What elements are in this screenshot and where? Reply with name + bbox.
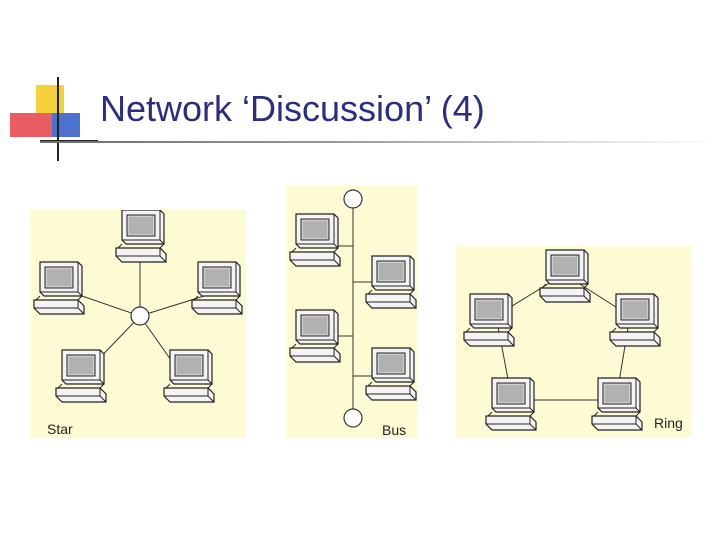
computer-icon — [55, 349, 107, 403]
computer-icon — [609, 293, 661, 347]
bus-terminator-icon — [343, 189, 363, 209]
logo-yellow-square — [36, 85, 64, 113]
ring-topology-panel: Ring — [456, 246, 692, 438]
hub-icon — [130, 306, 150, 326]
computer-icon — [289, 309, 341, 363]
computer-icon — [591, 377, 643, 431]
star-topology-panel: Star — [30, 210, 246, 438]
ring-diagram: Ring — [463, 249, 683, 431]
logo-red-square — [10, 113, 52, 137]
bus-diagram: Bus — [289, 189, 417, 438]
computer-icon — [365, 347, 417, 401]
computer-icon — [115, 210, 167, 263]
star-caption: Star — [47, 421, 73, 437]
computer-icon — [33, 261, 85, 315]
computer-icon — [191, 261, 243, 315]
bus-terminator-icon — [343, 408, 363, 428]
logo-mark — [10, 77, 98, 161]
star-links — [81, 258, 205, 371]
bus-caption: Bus — [382, 422, 406, 438]
bus-topology-panel: Bus — [286, 186, 418, 438]
ring-caption: Ring — [654, 415, 683, 431]
computer-icon — [365, 255, 417, 309]
page-title: Network ‘Discussion’ (4) — [100, 88, 485, 129]
star-link — [81, 295, 141, 317]
star-link — [139, 295, 205, 317]
computer-icon — [463, 293, 515, 347]
star-diagram: Star — [33, 210, 243, 437]
computer-icon — [163, 349, 215, 403]
computer-icon — [539, 249, 591, 303]
computer-icon — [485, 377, 537, 431]
title-divider — [40, 141, 720, 143]
logo-blue-square — [52, 113, 80, 137]
computer-icon — [289, 213, 341, 267]
